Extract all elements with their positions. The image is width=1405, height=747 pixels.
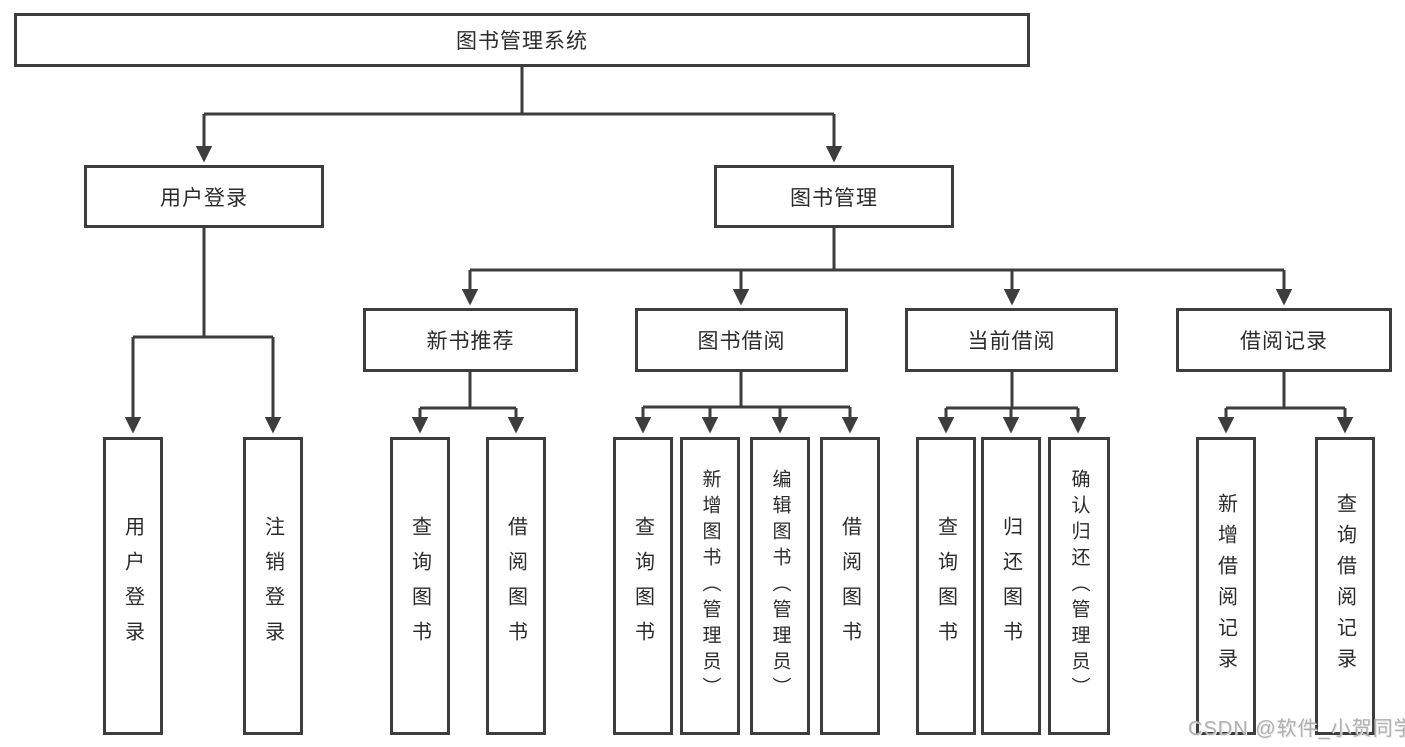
leaf-edit-books-admin: 编辑图书（管理员） [750,437,810,735]
node-label: 借阅图书 [504,516,527,656]
node-label: 归还图书 [999,516,1022,656]
leaf-return-books: 归还图书 [981,437,1041,735]
node-label: 当前借阅 [967,330,1056,353]
leaf-query-books-borrowing: 查询图书 [613,437,673,735]
node-book-management: 图书管理 [714,165,954,228]
leaf-query-borrowing-record: 查询借阅记录 [1315,437,1375,735]
node-label: 新增借阅记录 [1214,493,1237,679]
leaf-add-books-admin: 新增图书（管理员） [680,437,740,735]
node-label: 借阅图书 [838,516,861,656]
node-label: 查询图书 [631,516,654,656]
node-label: 查询图书 [934,516,957,656]
node-label: 查询借阅记录 [1333,493,1356,679]
node-label: 借阅记录 [1240,330,1328,353]
node-new-book-recommendation: 新书推荐 [363,308,578,372]
node-library-management-system: 图书管理系统 [14,13,1030,67]
node-label: 图书管理 [790,186,878,210]
node-label: 注销登录 [261,516,284,656]
node-label: 用户登录 [160,186,248,210]
leaf-query-books-current: 查询图书 [916,437,976,735]
csdn-watermark: CSDN @软件_小贺同学 [1188,718,1405,740]
node-label: 编辑图书（管理员） [769,469,791,703]
leaf-confirm-return-admin: 确认归还（管理员） [1048,437,1110,735]
leaf-borrow-books-borrowing: 借阅图书 [820,437,880,735]
leaf-user-login: 用户登录 [103,437,163,735]
node-borrowing-records: 借阅记录 [1176,308,1392,372]
node-label: 用户登录 [121,516,144,656]
node-user-login: 用户登录 [84,165,324,228]
node-label: 新增图书（管理员） [699,469,721,703]
node-book-borrowing: 图书借阅 [635,308,848,372]
node-current-borrowing: 当前借阅 [905,308,1118,372]
node-label: 图书管理系统 [456,30,588,53]
leaf-borrow-books-recommendation: 借阅图书 [486,437,546,735]
leaf-add-borrowing-record: 新增借阅记录 [1196,437,1256,735]
node-label: 查询图书 [408,516,431,656]
node-label: 确认归还（管理员） [1068,469,1090,703]
node-label: 图书借阅 [697,330,786,353]
leaf-logout: 注销登录 [243,437,303,735]
leaf-query-books-recommendation: 查询图书 [390,437,450,735]
node-label: 新书推荐 [426,330,515,353]
